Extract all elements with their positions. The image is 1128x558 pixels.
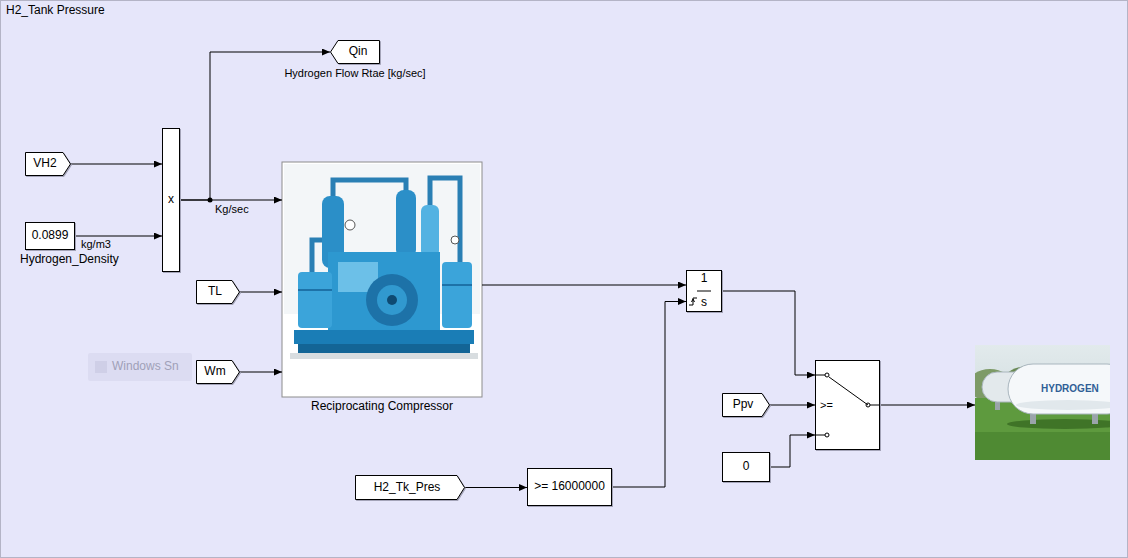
block-text: Ppv xyxy=(733,398,754,412)
block-text: 0 xyxy=(743,460,750,474)
compare-block: >= 16000000 xyxy=(527,468,612,506)
constant-block-outline-part xyxy=(723,453,770,482)
from-tag-outline-part xyxy=(26,153,71,176)
signal-label: kg/m3 xyxy=(80,238,112,251)
signal-line xyxy=(612,302,686,488)
snip-watermark-part xyxy=(88,353,192,381)
constant-block-outline-part xyxy=(26,223,75,250)
product-block-outline-part xyxy=(163,129,180,272)
constant-block: 0.0899Hydrogen_Density xyxy=(25,222,75,250)
snip-watermark-part xyxy=(95,361,107,373)
switch-block-outline-part xyxy=(815,435,825,436)
compressor-block: Reciprocating Compressor xyxy=(282,162,482,397)
hydrogen-tank-picture-part xyxy=(975,432,1110,460)
block-name: Hydrogen_Density xyxy=(20,253,119,267)
compare-block-outline-part xyxy=(528,469,612,506)
switch-block-outline-part xyxy=(815,375,825,376)
compressor-picture-part xyxy=(442,284,472,286)
block-name: Reciprocating Compressor xyxy=(311,400,453,414)
compressor-picture-part xyxy=(421,205,439,257)
compressor-picture-part xyxy=(333,180,406,198)
signal-description: Hydrogen Flow Rtae [kg/sec] xyxy=(284,67,425,80)
signal-line xyxy=(180,200,282,201)
from-tag-outline-part xyxy=(197,281,240,304)
switch-block-outline-part xyxy=(866,403,870,407)
snip-watermark xyxy=(88,353,192,381)
switch-block-outline-part xyxy=(829,377,868,405)
signal-line xyxy=(482,285,686,286)
compressor-picture-part xyxy=(294,330,474,344)
from-tag-outline-part xyxy=(723,394,770,417)
from-tag-outline-part xyxy=(356,476,465,500)
block-text: 0.0899 xyxy=(32,229,69,243)
block-text: H2_Tk_Pres xyxy=(374,481,441,495)
compressor-picture-part xyxy=(451,236,459,244)
from-tag: VH2 xyxy=(25,152,71,176)
block-text: >= xyxy=(820,399,833,412)
integrator-block-outline-part xyxy=(697,291,711,292)
from-tag: H2_Tk_Pres xyxy=(355,475,465,500)
compressor-picture-part xyxy=(387,295,397,305)
block-text: x xyxy=(168,193,174,207)
block-text: s xyxy=(701,296,707,310)
block-text: TL xyxy=(208,285,222,299)
block-text: Wm xyxy=(204,365,225,379)
switch-block-outline-part xyxy=(825,373,829,377)
switch-block: >= xyxy=(815,360,880,450)
product-block: x xyxy=(162,128,180,272)
compressor-picture xyxy=(282,162,482,397)
signal-line xyxy=(240,372,282,373)
block-text: >= 16000000 xyxy=(534,480,605,494)
hydrogen-tank-picture xyxy=(975,345,1110,460)
from-tag: Ppv xyxy=(722,393,770,417)
watermark: Windows Sn xyxy=(112,360,179,374)
signal-line xyxy=(75,236,162,237)
signal-line xyxy=(71,164,162,165)
signal-line xyxy=(465,487,527,488)
compressor-picture-part xyxy=(345,220,355,230)
tank-block: HYDROGEN xyxy=(975,345,1110,460)
compressor-picture-part xyxy=(442,262,472,328)
from-tag: TL xyxy=(196,280,240,304)
compressor-picture-part xyxy=(298,289,332,291)
compressor-picture-part xyxy=(282,162,482,397)
from-tag: Wm xyxy=(196,360,240,384)
integrator-block: 1s xyxy=(686,270,722,312)
compressor-picture-part xyxy=(290,353,478,359)
signal-line xyxy=(770,435,815,467)
compressor-picture-part xyxy=(377,285,407,315)
compressor-picture-part xyxy=(298,272,332,328)
block-text: Qin xyxy=(349,45,368,59)
signal-line xyxy=(880,405,975,406)
diagram-title: H2_Tank Pressure xyxy=(6,4,105,18)
goto-tag-outline-part xyxy=(331,41,380,64)
signal-line xyxy=(770,405,815,406)
goto-tag: QinHydrogen Flow Rtae [kg/sec] xyxy=(330,40,380,64)
switch-block-outline-part xyxy=(816,361,880,450)
tank-lettering: HYDROGEN xyxy=(1041,383,1099,395)
signal-line xyxy=(722,291,815,375)
compressor-picture-part xyxy=(328,252,440,332)
compressor-picture-part xyxy=(366,274,418,326)
hydrogen-tank-picture-part xyxy=(1016,400,1110,410)
constant-block: 0 xyxy=(722,452,770,482)
from-tag-outline-part xyxy=(197,361,240,384)
signal-line xyxy=(240,292,282,293)
hydrogen-tank-picture-part xyxy=(1008,364,1110,414)
block-text: VH2 xyxy=(33,157,56,171)
compressor-picture-part xyxy=(396,190,416,258)
switch-block-outline-part xyxy=(825,433,829,437)
compressor-picture-part xyxy=(298,344,470,353)
signal-label: Kg/sec xyxy=(214,203,250,216)
switch-block-outline-part xyxy=(870,405,880,406)
block-text: 1 xyxy=(701,272,708,286)
integrator-block-outline-part xyxy=(687,271,722,312)
integrator-block-outline-part xyxy=(689,298,697,305)
integrator-block-outline-part xyxy=(692,299,695,302)
